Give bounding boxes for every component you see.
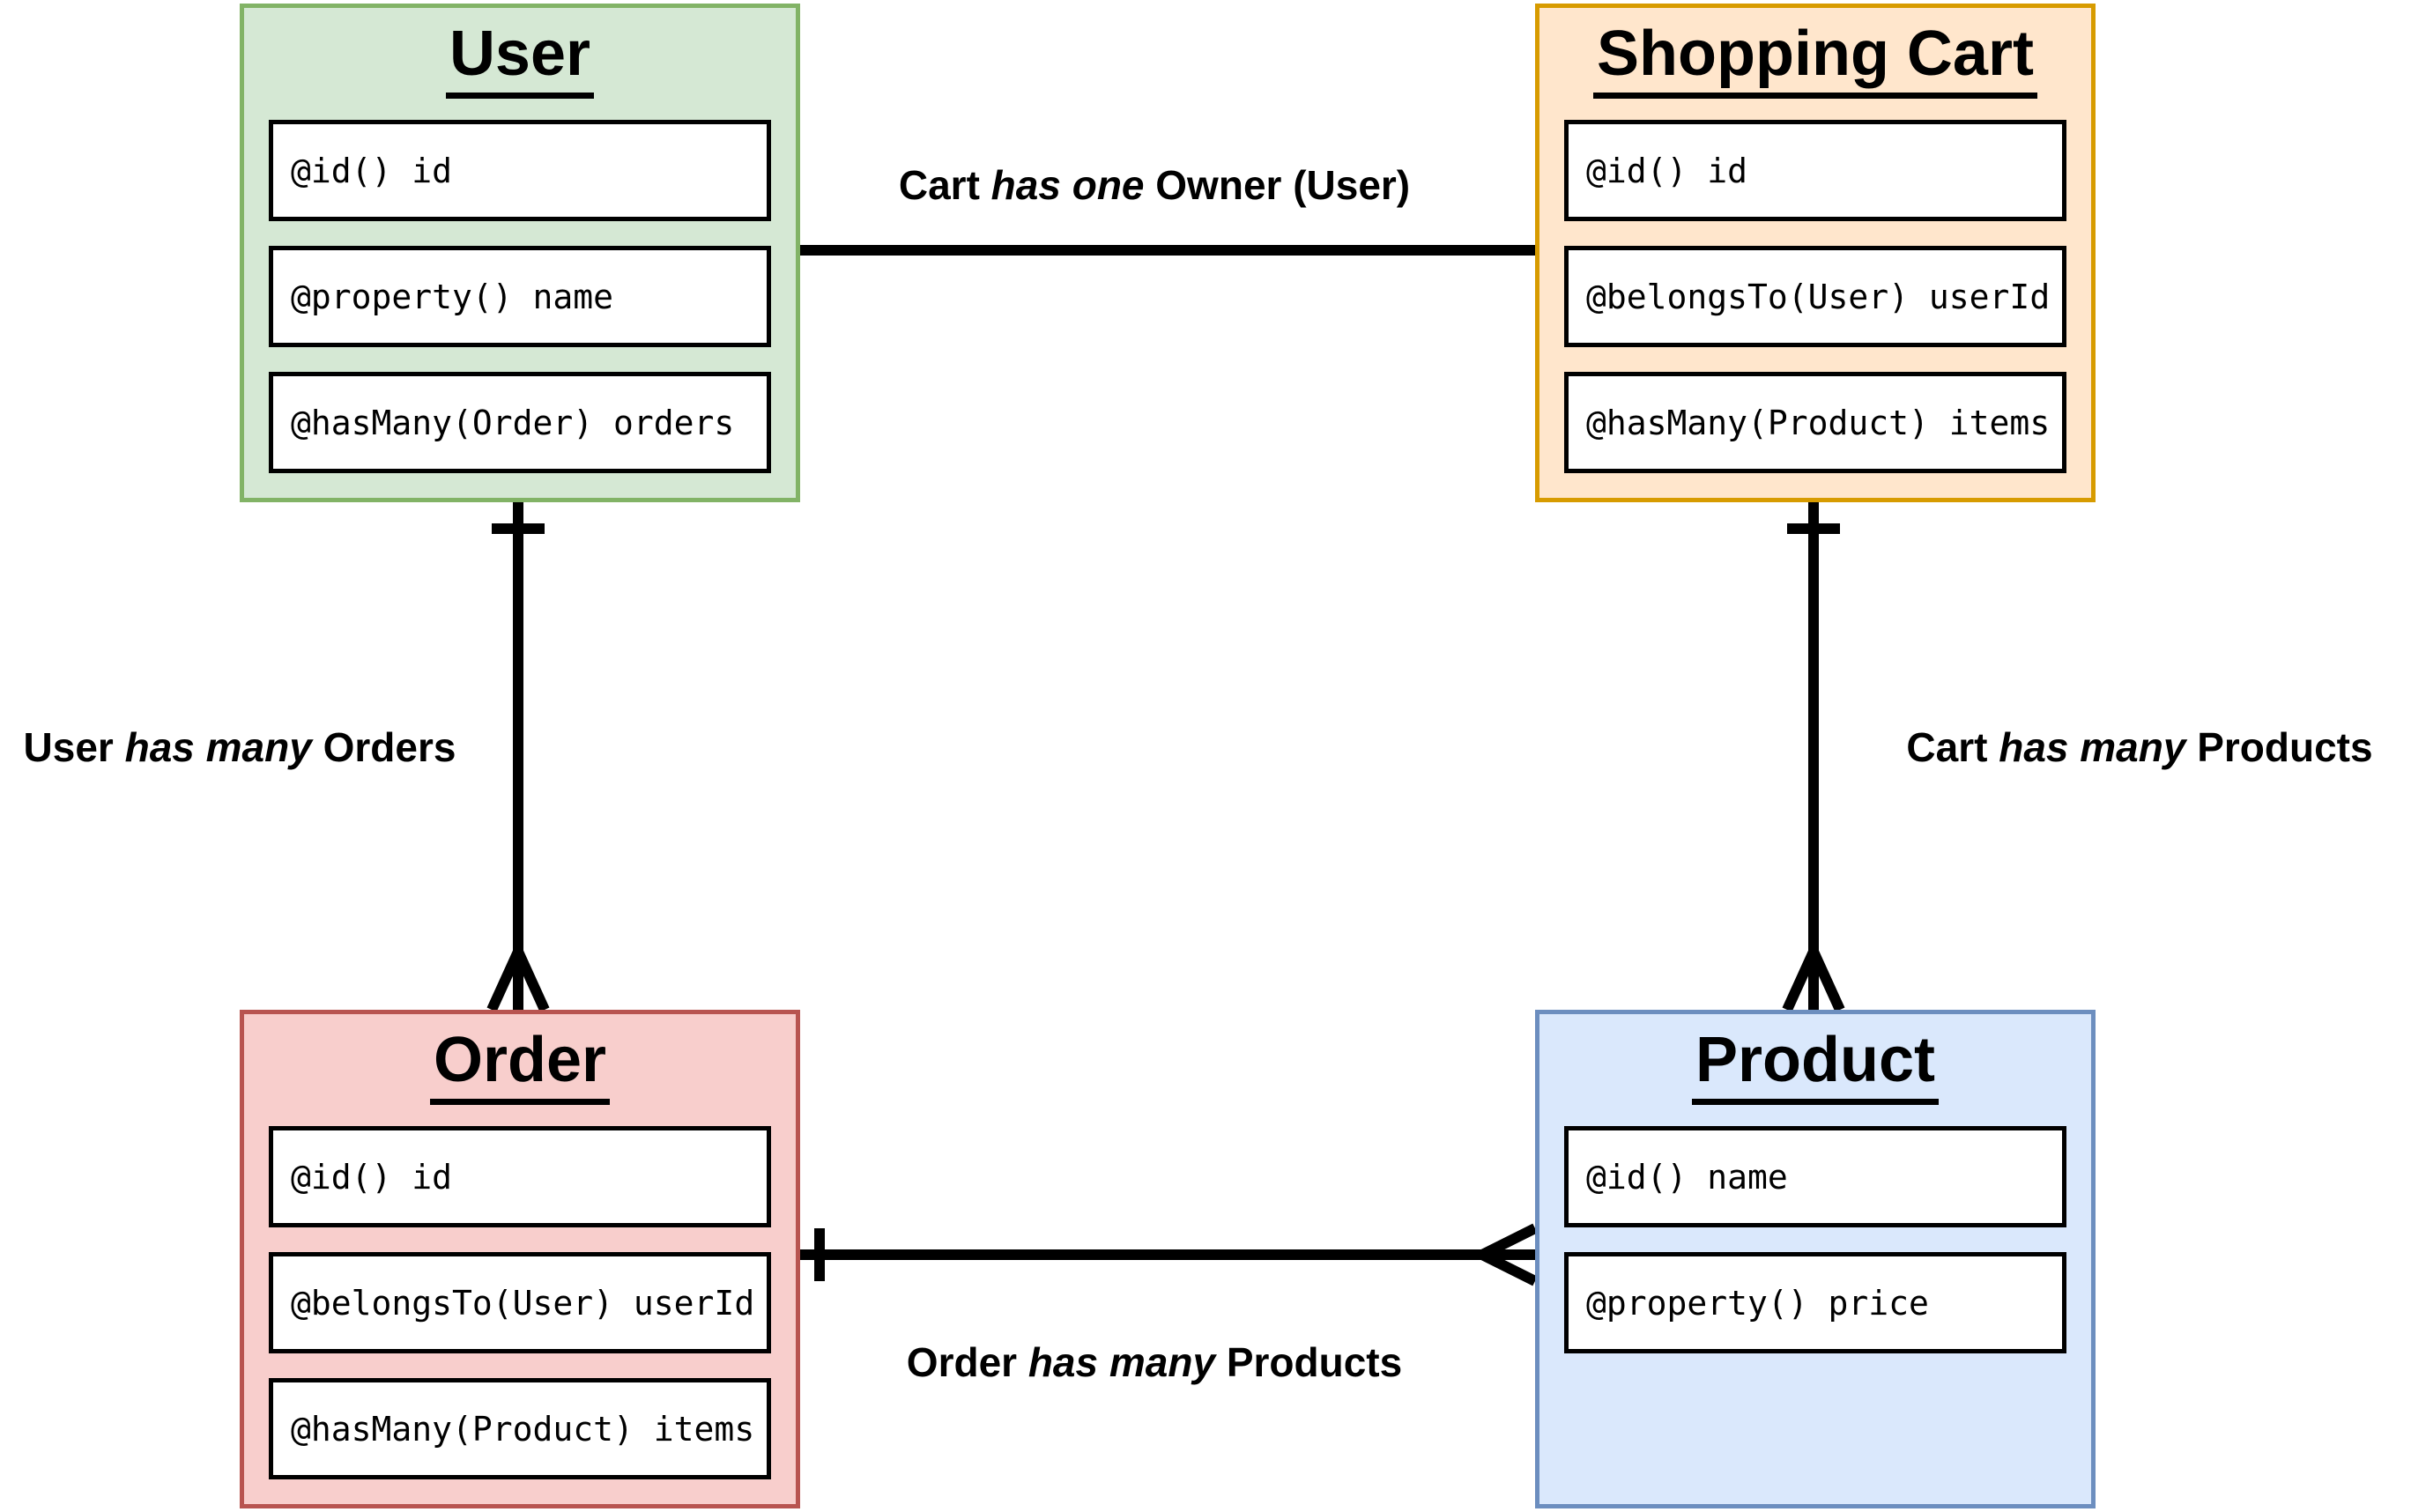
label-user-has-many-orders: User has many Orders [24, 723, 456, 771]
entity-shopping-cart: Shopping Cart @id() id @belongsTo(User) … [1535, 4, 2096, 502]
entity-shopping-cart-field-userid: @belongsTo(User) userId [1564, 246, 2066, 347]
entity-order-field-items: @hasMany(Product) items [269, 1378, 771, 1479]
label-prefix: Cart [898, 162, 980, 208]
crows-foot-marker [1480, 1223, 1538, 1286]
entity-order-title-text: Order [429, 1023, 611, 1105]
crows-foot-marker [486, 949, 550, 1012]
entity-product-title: Product [1564, 1023, 2066, 1105]
label-suffix: Products [1226, 1339, 1403, 1385]
label-verb: has many [1999, 724, 2186, 770]
entity-user-title: User [269, 17, 771, 99]
entity-order: Order @id() id @belongsTo(User) userId @… [240, 1010, 800, 1508]
entity-product-field-price: @property() price [1564, 1252, 2066, 1353]
label-suffix: Owner (User) [1155, 162, 1411, 208]
label-prefix: Order [906, 1339, 1018, 1385]
label-prefix: User [23, 724, 114, 770]
label-prefix: Cart [1906, 724, 1988, 770]
entity-shopping-cart-field-id: @id() id [1564, 120, 2066, 221]
label-cart-has-one-owner: Cart has one Owner (User) [899, 161, 1410, 209]
label-order-has-many-products: Order has many Products [907, 1338, 1402, 1386]
crows-foot-marker [1782, 949, 1845, 1012]
connector-cart-products [1782, 502, 1845, 1012]
entity-shopping-cart-field-items: @hasMany(Product) items [1564, 372, 2066, 473]
label-verb: has one [990, 162, 1145, 208]
entity-order-title: Order [269, 1023, 771, 1105]
label-suffix: Products [2197, 724, 2373, 770]
entity-shopping-cart-title-text: Shopping Cart [1593, 17, 2037, 99]
entity-order-field-userid: @belongsTo(User) userId [269, 1252, 771, 1353]
entity-user-field-orders: @hasMany(Order) orders [269, 372, 771, 473]
entity-shopping-cart-title: Shopping Cart [1564, 17, 2066, 99]
connector-user-orders [486, 502, 550, 1012]
entity-user: User @id() id @property() name @hasMany(… [240, 4, 800, 502]
entity-user-field-name: @property() name [269, 246, 771, 347]
entity-product: Product @id() name @property() price [1535, 1010, 2096, 1508]
label-verb: has many [124, 724, 312, 770]
entity-user-field-id: @id() id [269, 120, 771, 221]
label-verb: has many [1027, 1339, 1216, 1385]
label-cart-has-many-products: Cart has many Products [1906, 723, 2372, 771]
entity-user-title-text: User [445, 17, 595, 99]
entity-product-field-name: @id() name [1564, 1126, 2066, 1227]
connector-order-products [797, 1223, 1538, 1286]
entity-product-title-text: Product [1691, 1023, 1939, 1105]
entity-order-field-id: @id() id [269, 1126, 771, 1227]
label-suffix: Orders [323, 724, 456, 770]
